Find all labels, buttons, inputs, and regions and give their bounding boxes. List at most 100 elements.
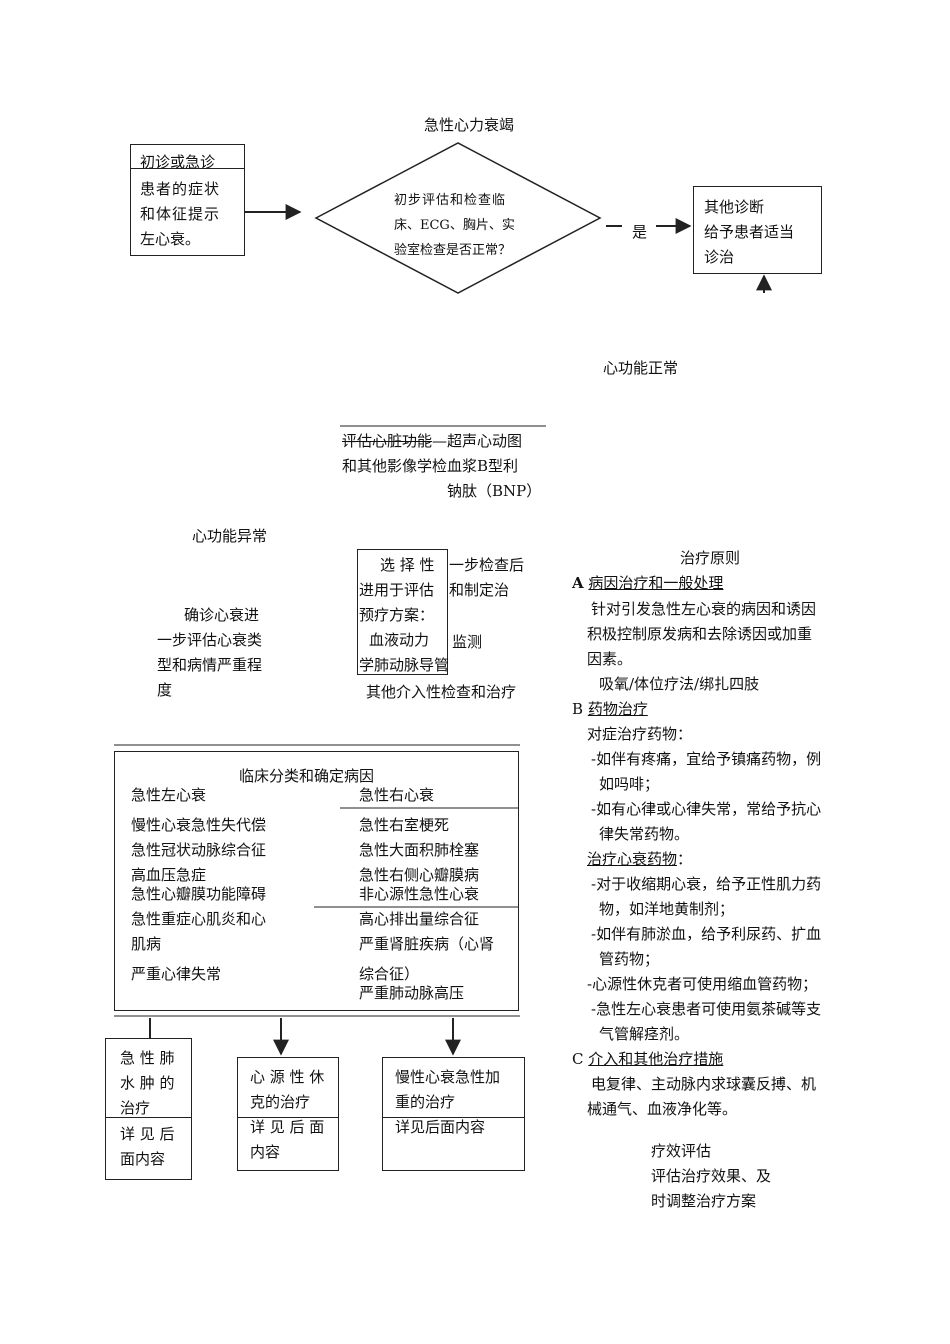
- selective-box: [357, 549, 448, 675]
- right-item: 综合征）: [359, 965, 420, 983]
- box1-top-line: 治疗: [120, 1099, 151, 1117]
- section-b-item: 律失常药物。: [599, 825, 690, 843]
- left-item: 严重心律失常: [131, 965, 222, 983]
- confirm-line: 确诊心衰进: [184, 606, 260, 624]
- evaluation-line: 时调整治疗方案: [651, 1192, 757, 1210]
- noncardiac-head: 非心源性急性心衰: [359, 885, 480, 903]
- section-c-title: 介入和其他治疗措施: [588, 1050, 724, 1068]
- other-diagnosis-line: 诊治: [704, 248, 735, 266]
- box1-bottom-line: 详 见 后: [120, 1125, 175, 1143]
- decision-diamond: [314, 142, 602, 294]
- left-item: 高血压急症: [131, 866, 207, 884]
- right-heart-failure-head: 急性右心衰: [359, 786, 435, 804]
- section-b-item: 物，如洋地黄制剂；: [599, 900, 735, 918]
- selective-line: 学肺动脉导管: [359, 656, 450, 674]
- section-b-sub2: 治疗心衰药物：: [587, 847, 692, 872]
- right-item: 严重肺动脉高压: [359, 984, 465, 1002]
- selective-line: 选 择 性: [380, 556, 435, 574]
- section-b-item: -心源性休克者可使用缩血管药物；: [587, 975, 818, 993]
- other-diagnosis-line: 其他诊断: [704, 198, 765, 216]
- right-item: 急性大面积肺栓塞: [359, 841, 480, 859]
- section-c-text: 电复律、主动脉内求球囊反搏、机: [591, 1075, 817, 1093]
- section-b-item: -对于收缩期心衰，给予正性肌力药: [591, 875, 822, 893]
- decision-text: 验室检查是否正常？: [394, 243, 512, 258]
- box2-bottom-line: 详 见 后 面: [250, 1118, 325, 1136]
- selective-line: 进用于评估: [359, 581, 435, 599]
- left-heart-failure-head: 急性左心衰: [131, 786, 207, 804]
- assess-strike-text: 评估心脏功能: [342, 432, 433, 450]
- assess-rest-text: —超声心动图: [432, 432, 523, 450]
- left-item: 慢性心衰急性失代偿: [131, 816, 267, 834]
- box3-bottom-line: 详见后面内容: [395, 1118, 486, 1136]
- initial-box-line: 和体征提示: [140, 205, 221, 223]
- section-b-item: -如伴有肺淤血，给予利尿药、扩血: [591, 925, 822, 943]
- classification-box: [114, 751, 519, 1011]
- section-a-text: 因素。: [587, 650, 633, 668]
- evaluation-line: 疗效评估: [651, 1142, 712, 1160]
- section-b-item: -急性左心衰患者可使用氨茶碱等支: [591, 1000, 822, 1018]
- right-item: 严重肾脏疾病（心肾: [359, 935, 495, 953]
- section-b-item: 如吗啡；: [599, 775, 660, 793]
- box2-top-line: 心 源 性 休: [250, 1068, 325, 1086]
- box1-top-line: 水 肿 的: [120, 1074, 175, 1092]
- initial-box-head: 初诊或急诊: [140, 153, 216, 171]
- selective-line: 血液动力: [369, 631, 430, 649]
- box3-top-line: 慢性心衰急性加: [395, 1068, 501, 1086]
- left-item: 肌病: [131, 935, 162, 953]
- other-diagnosis-box: [693, 186, 822, 274]
- chart-title: 急性心力衰竭: [424, 116, 515, 134]
- section-b-item: -如伴有疼痛，宜给予镇痛药物，例: [591, 750, 822, 768]
- box2-top-line: 克的治疗: [250, 1093, 311, 1111]
- selective-line: 预疗方案：: [359, 606, 435, 624]
- section-b-sub2-title: 治疗心衰药物: [587, 850, 678, 868]
- confirm-line: 型和病情严重程: [157, 656, 263, 674]
- section-b-sub2-colon: ：: [677, 850, 693, 868]
- section-b-heading: B 药物治疗: [572, 697, 648, 722]
- left-item: 急性冠状动脉综合征: [131, 841, 267, 859]
- confirm-line: 度: [157, 681, 173, 699]
- left-item: 急性心瓣膜功能障碍: [131, 885, 267, 903]
- section-b-sub1: 对症治疗药物：: [587, 725, 693, 743]
- classification-title: 临床分类和确定病因: [239, 767, 375, 785]
- right-item: 高心排出量综合征: [359, 910, 480, 928]
- chronic-decompensation-box: [382, 1057, 525, 1171]
- confirm-line: 一步评估心衰类: [157, 631, 263, 649]
- assess-line-2: 和其他影像学检血浆B型利: [342, 457, 519, 475]
- treatment-title: 治疗原则: [680, 549, 741, 567]
- selective-right-line: 和制定治: [449, 581, 510, 599]
- pulmonary-edema-box: [105, 1038, 192, 1180]
- cardiogenic-shock-box: [237, 1057, 339, 1171]
- section-a-text: 针对引发急性左心衰的病因和诱因: [591, 600, 817, 618]
- left-item: 急性重症心肌炎和心: [131, 910, 267, 928]
- section-a-title: 病因治疗和一般处理: [588, 574, 724, 592]
- initial-box-line: 患者的症状: [140, 180, 221, 198]
- right-item: 急性右侧心瓣膜病: [359, 866, 480, 884]
- section-c-heading: C 介入和其他治疗措施: [572, 1047, 723, 1072]
- section-b-label: B: [572, 700, 584, 718]
- decision-text: 床、ECG、胸片、实: [394, 218, 515, 233]
- evaluation-line: 评估治疗效果、及: [651, 1167, 772, 1185]
- box1-top-line: 急 性 肺: [120, 1049, 175, 1067]
- section-b-item: 气管解痉剂。: [599, 1025, 690, 1043]
- other-diagnosis-line: 给予患者适当: [704, 223, 795, 241]
- right-item: 急性右室梗死: [359, 816, 450, 834]
- decision-text: 初步评估和检查临: [394, 193, 507, 208]
- section-a-extra: 吸氧/体位疗法/绑扎四肢: [599, 675, 760, 693]
- other-intervention-label: 其他介入性检查和治疗: [366, 683, 517, 701]
- monitor-label: 监测: [452, 633, 483, 651]
- assess-line-3: 钠肽（BNP）: [447, 482, 542, 500]
- section-a-label: A: [572, 574, 584, 592]
- section-c-text: 械通气、血液净化等。: [587, 1100, 738, 1118]
- box1-bottom-line: 面内容: [120, 1150, 166, 1168]
- section-c-label: C: [572, 1050, 584, 1068]
- initial-box: [130, 144, 245, 256]
- yes-label: 是: [632, 223, 648, 241]
- section-b-item: 管药物；: [599, 950, 660, 968]
- section-a-heading: A 病因治疗和一般处理: [572, 571, 723, 596]
- section-b-title: 药物治疗: [587, 700, 648, 718]
- selective-right-line: 一步检查后: [449, 556, 525, 574]
- box2-bottom-line: 内容: [250, 1143, 281, 1161]
- initial-box-line: 左心衰。: [140, 230, 201, 248]
- abnormal-label: 心功能异常: [192, 527, 268, 545]
